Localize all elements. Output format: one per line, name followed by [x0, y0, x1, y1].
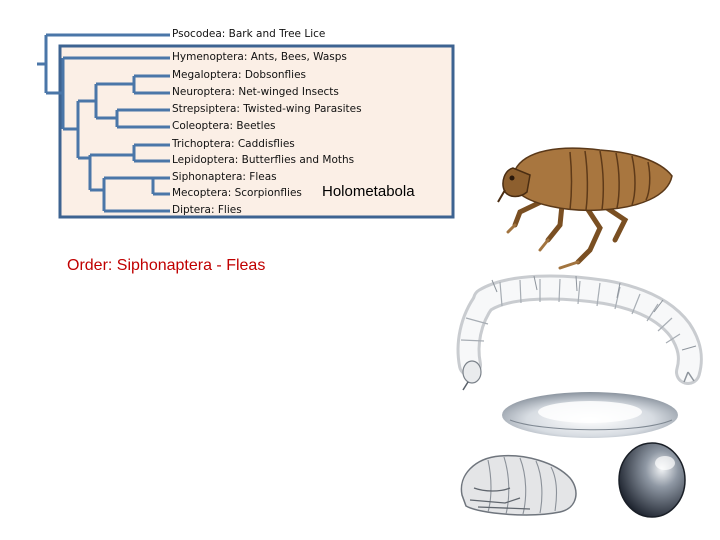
tree-branch-neuropterida [96, 74, 170, 95]
taxon-label-diptera: Diptera: Flies [172, 204, 242, 216]
holometabola-panel [58, 44, 455, 219]
tree-branch-coleopterida [96, 108, 170, 129]
taxon-label-strepsiptera: Strepsiptera: Twisted-wing Parasites [172, 103, 362, 115]
tree-branch-siphonaptera-mecoptera [104, 176, 170, 196]
tree-branch-mecopterida [78, 155, 92, 190]
taxon-label-trichoptera: Trichoptera: Caddisflies [172, 138, 295, 150]
taxon-label-lepidoptera: Lepidoptera: Butterflies and Moths [172, 154, 355, 166]
flea-larva-illustration [456, 274, 703, 391]
taxon-label-hymenoptera: Hymenoptera: Ants, Bees, Wasps [172, 51, 347, 63]
tree-branch-neuropterida-coleopterida [78, 84, 98, 118]
tree-branch-root [44, 33, 170, 93]
tree-branch-holometabola [46, 56, 170, 129]
flea-cocoon-illustration [502, 392, 678, 438]
taxon-label-coleoptera: Coleoptera: Beetles [172, 120, 276, 132]
holometabola-label: Holometabola [322, 183, 415, 200]
phylogeny-tree [37, 33, 170, 213]
flea-pupa-illustration [460, 454, 577, 516]
tree-branch-aparaglossata [63, 101, 80, 158]
taxon-label-psocodea: Psocodea: Bark and Tree Lice [172, 28, 326, 40]
flea-egg-illustration [618, 442, 686, 518]
taxon-label-megaloptera: Megaloptera: Dobsonflies [172, 69, 307, 81]
adult-flea-illustration [497, 147, 673, 270]
order-title: Order: Siphonaptera - Fleas [67, 257, 266, 274]
taxon-label-neuroptera: Neuroptera: Net-winged Insects [172, 86, 339, 98]
taxon-label-siphonaptera: Siphonaptera: Fleas [172, 171, 277, 183]
tree-branch-amphiesmenoptera [90, 143, 170, 163]
tree-branch-antliophora [90, 178, 106, 211]
taxon-label-mecoptera: Mecoptera: Scorpionflies [172, 187, 302, 199]
